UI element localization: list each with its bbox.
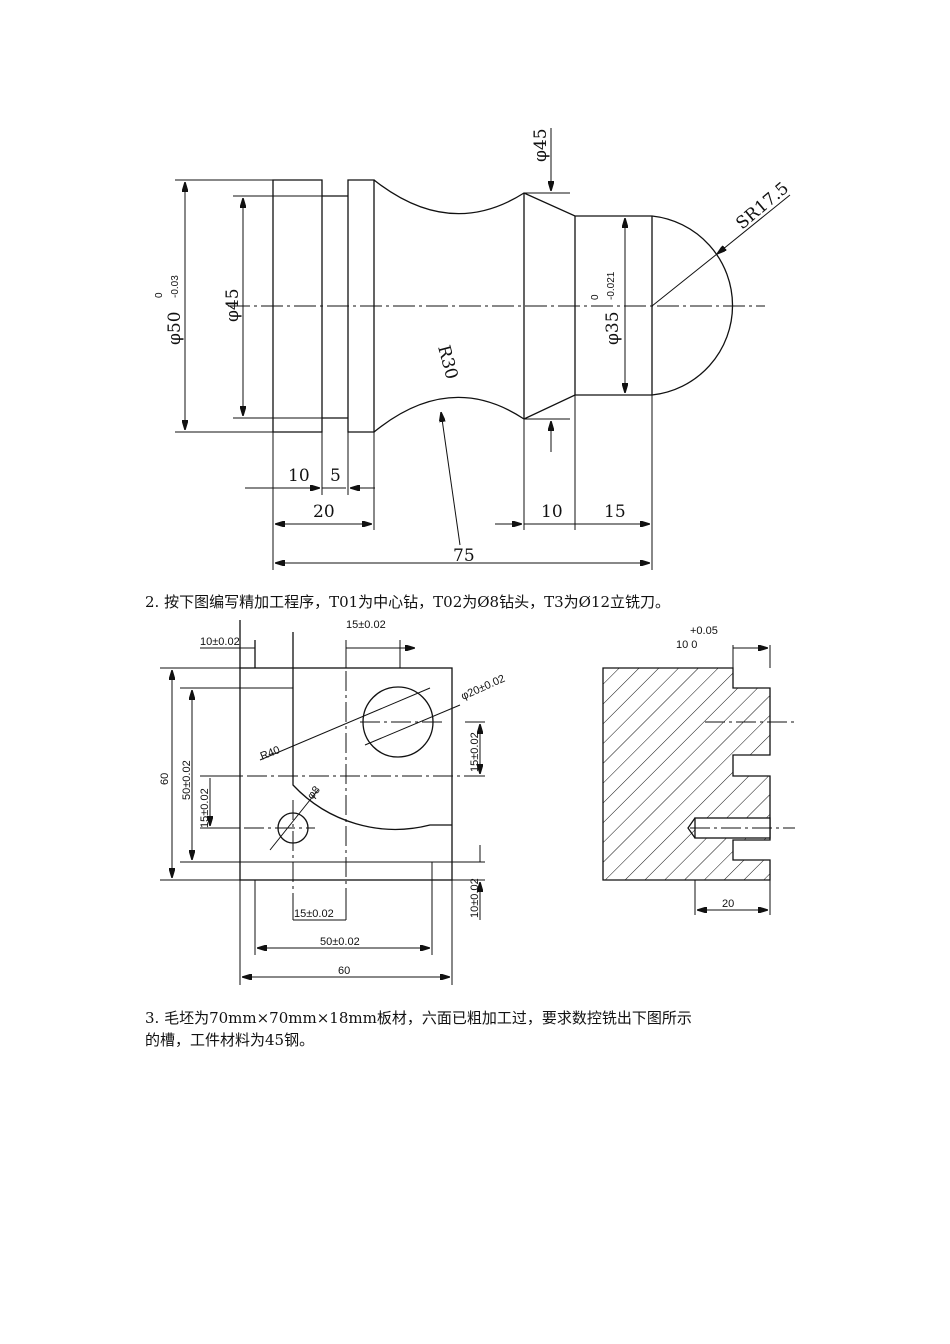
plate-section-view: +0.05 10 0 20 bbox=[602, 625, 795, 915]
dim-15-top: 15±0.02 bbox=[346, 619, 386, 631]
question-3-line1: 3. 毛坯为70mm×70mm×18mm板材，六面已粗加工过，要求数控铣出下图所… bbox=[145, 1009, 692, 1027]
r30-label: R30 bbox=[433, 343, 461, 381]
r40-label: R40 bbox=[259, 744, 282, 763]
plate-front-view: 10±0.02 15±0.02 φ20±0.02 R40 15±0.02 60 … bbox=[159, 619, 507, 985]
phi50-tol-lower: -0.03 bbox=[170, 275, 181, 298]
phi50-label: φ50 bbox=[165, 311, 185, 345]
dim-10-right: 10±0.02 bbox=[469, 878, 481, 918]
dim-20: 20 bbox=[313, 502, 335, 522]
phi35-label: φ35 bbox=[603, 311, 623, 345]
dim-50-bottom: 50±0.02 bbox=[320, 936, 360, 948]
dim-15-bottom: 15±0.02 bbox=[294, 908, 334, 920]
dim-10: 10 bbox=[288, 466, 310, 486]
dim-15-right: 15±0.02 bbox=[469, 732, 481, 772]
dim-10b: 10 bbox=[541, 502, 563, 522]
dim-15-left: 15±0.02 bbox=[199, 788, 211, 828]
dim-5: 5 bbox=[330, 466, 341, 486]
dim-50-left: 50±0.02 bbox=[181, 760, 193, 800]
phi35-tol-lower: -0.021 bbox=[606, 271, 617, 300]
dim-60-left: 60 bbox=[159, 773, 171, 785]
slot-width: 10 0 bbox=[676, 639, 697, 651]
phi20-label: φ20±0.02 bbox=[459, 673, 507, 703]
dim-60-bottom: 60 bbox=[338, 965, 350, 977]
dim-75: 75 bbox=[453, 546, 475, 566]
phi45-left-label: φ45 bbox=[223, 288, 243, 322]
question-3-line2: 的槽，工件材料为45钢。 bbox=[145, 1031, 315, 1049]
phi35-tol-upper: 0 bbox=[590, 294, 601, 300]
phi45-top-label: φ45 bbox=[531, 128, 551, 162]
dim-20-side: 20 bbox=[722, 898, 734, 910]
phi50-tol-upper: 0 bbox=[154, 292, 165, 298]
dim-15: 15 bbox=[604, 502, 626, 522]
dim-10-tol: 10±0.02 bbox=[200, 636, 240, 648]
question-2: 2. 按下图编写精加工程序，T01为中心钻，T02为Ø8钻头，T3为Ø12立铣刀… bbox=[145, 593, 671, 611]
tol-upper: +0.05 bbox=[690, 625, 718, 637]
sr-label: SR17.5 bbox=[732, 178, 793, 233]
